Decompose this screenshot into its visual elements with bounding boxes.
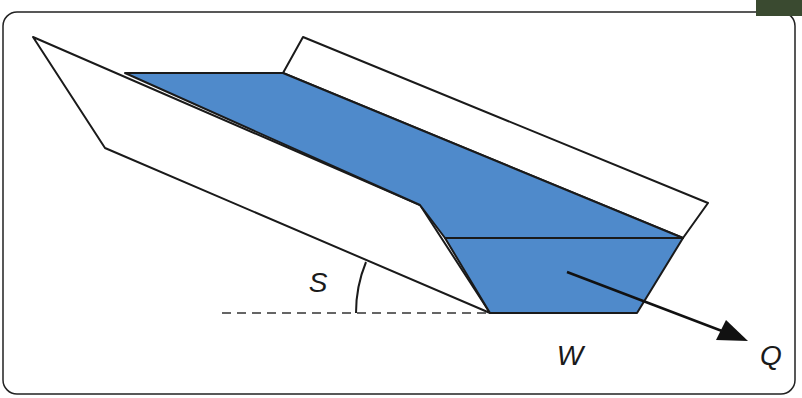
discharge-label: Q xyxy=(760,342,782,370)
slope-angle-arc xyxy=(356,262,366,313)
flow-arrowhead xyxy=(716,320,748,341)
flow-arrow xyxy=(567,272,722,331)
corner-fragment xyxy=(756,0,802,16)
water-surface xyxy=(125,73,683,238)
frame xyxy=(3,12,795,394)
slope-label: S xyxy=(309,269,328,297)
width-label: W xyxy=(557,342,583,370)
